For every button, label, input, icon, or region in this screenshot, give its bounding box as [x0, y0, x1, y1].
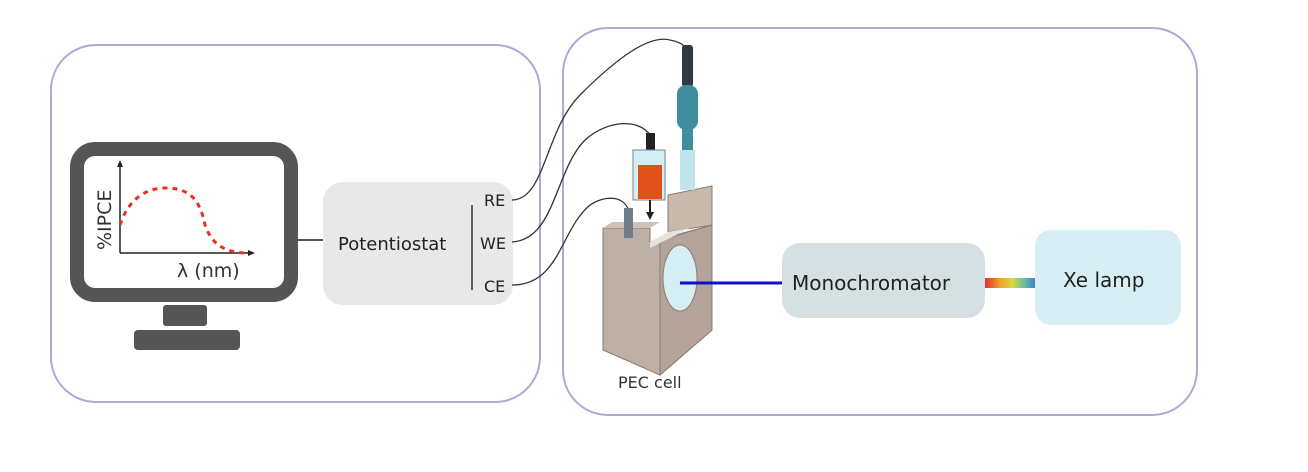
wire-ce	[511, 197, 630, 286]
y-axis-label: %IPCE	[94, 190, 116, 250]
monitor-icon: %IPCE λ (nm)	[70, 142, 298, 350]
wire-re	[511, 38, 688, 201]
working-electrode	[632, 133, 666, 220]
potentiostat: Potentiostat RE WE CE	[323, 182, 513, 305]
x-axis-label: λ (nm)	[177, 260, 240, 282]
computer-group-frame	[50, 44, 541, 403]
xe-lamp-label: Xe lamp	[1063, 268, 1144, 292]
wires	[511, 38, 688, 286]
wire-we	[511, 122, 651, 243]
measurement-group-frame	[562, 27, 1198, 416]
monochromator-label: Monochromator	[792, 271, 951, 295]
ipce-mini-chart: %IPCE λ (nm)	[94, 160, 255, 282]
monochromator: Monochromator	[782, 243, 985, 318]
potentiostat-label: Potentiostat	[338, 234, 446, 255]
white-light-spectrum	[985, 278, 1035, 288]
counter-electrode	[624, 208, 633, 238]
cell-window	[662, 244, 698, 312]
terminal-ce: CE	[484, 277, 505, 296]
xe-lamp: Xe lamp	[1035, 230, 1181, 325]
pec-cell-icon: PEC cell	[602, 45, 713, 392]
pec-cell-label: PEC cell	[618, 373, 682, 392]
terminal-re: RE	[484, 191, 505, 210]
reference-electrode	[677, 45, 698, 190]
terminal-we: WE	[480, 234, 506, 253]
